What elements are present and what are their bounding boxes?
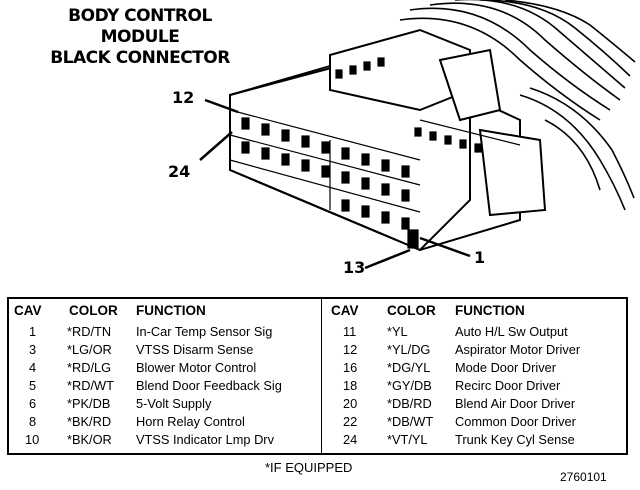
title-line-1: BODY CONTROL — [68, 6, 212, 26]
cav-cell: 22 — [343, 414, 358, 429]
color-cell: *GY/DB — [387, 378, 432, 393]
color-cell: *LG/OR — [67, 342, 112, 357]
cav-cell: 18 — [343, 378, 358, 393]
latch-details — [229, 109, 521, 249]
cav-cell: 6 — [29, 396, 37, 411]
function-cell: Auto H/L Sw Output — [455, 324, 568, 339]
cav-cell: 8 — [29, 414, 37, 429]
cav-cell: 5 — [29, 378, 37, 393]
function-cell: Mode Door Driver — [455, 360, 556, 375]
color-cell: *DB/WT — [387, 414, 434, 429]
function-cell: Aspirator Motor Driver — [455, 342, 581, 357]
callout-cavity-12: 12 — [172, 88, 195, 107]
cav-cell: 4 — [29, 360, 37, 375]
cav-cell: 16 — [343, 360, 358, 375]
callout-cavity-1: 1 — [474, 248, 486, 267]
wire-harness — [399, 0, 636, 211]
pinout-table: CAV COLOR FUNCTION CAV COLOR FUNCTION 1 … — [7, 297, 628, 455]
cav-cell: 24 — [343, 432, 358, 447]
figure-number: 2760101 — [560, 470, 607, 484]
callout-cavity-24: 24 — [168, 162, 191, 181]
cavity-rows — [241, 57, 482, 230]
function-cell: 5-Volt Supply — [136, 396, 212, 411]
color-cell: *RD/TN — [67, 324, 112, 339]
function-cell: In-Car Temp Sensor Sig — [136, 324, 273, 339]
cav-cell: 12 — [343, 342, 358, 357]
connector-body — [229, 28, 547, 252]
cav-cell: 11 — [343, 324, 357, 339]
function-cell: VTSS Disarm Sense — [136, 342, 254, 357]
header-function-right: FUNCTION — [455, 303, 525, 318]
footnote: *IF EQUIPPED — [265, 460, 353, 475]
cav-cell: 10 — [25, 432, 40, 447]
color-cell: *YL/DG — [387, 342, 431, 357]
color-cell: *PK/DB — [67, 396, 111, 411]
function-cell: Blend Door Feedback Sig — [136, 378, 282, 393]
function-cell: Blower Motor Control — [136, 360, 257, 375]
cav-cell: 3 — [29, 342, 37, 357]
color-cell: *BK/OR — [67, 432, 112, 447]
function-cell: Blend Air Door Driver — [455, 396, 576, 411]
function-cell: Trunk Key Cyl Sense — [455, 432, 575, 447]
function-cell: Common Door Driver — [455, 414, 576, 429]
color-cell: *VT/YL — [387, 432, 428, 447]
diagram-title: BODY CONTROL MODULE BLACK CONNECTOR — [20, 6, 260, 69]
connector-illustration — [199, 0, 636, 270]
color-cell: *YL — [387, 324, 408, 339]
color-cell: *RD/WT — [67, 378, 114, 393]
function-cell: VTSS Indicator Lmp Drv — [136, 432, 274, 447]
color-cell: *BK/RD — [67, 414, 112, 429]
color-cell: *RD/LG — [67, 360, 112, 375]
cav-cell: 20 — [343, 396, 358, 411]
header-function-left: FUNCTION — [136, 303, 206, 318]
callout-cavity-13: 13 — [343, 258, 366, 277]
cav-cell: 1 — [29, 324, 37, 339]
title-line-2: MODULE — [100, 27, 180, 47]
function-cell: Recirc Door Driver — [455, 378, 561, 393]
function-cell: Horn Relay Control — [136, 414, 245, 429]
table-divider — [321, 299, 322, 453]
color-cell: *DB/RD — [387, 396, 432, 411]
color-cell: *DG/YL — [387, 360, 431, 375]
header-cav-left: CAV — [14, 303, 42, 318]
title-line-3: BLACK CONNECTOR — [50, 48, 230, 68]
header-color-right: COLOR — [387, 303, 436, 318]
callout-arrows — [199, 98, 471, 270]
header-color-left: COLOR — [69, 303, 118, 318]
header-cav-right: CAV — [331, 303, 359, 318]
